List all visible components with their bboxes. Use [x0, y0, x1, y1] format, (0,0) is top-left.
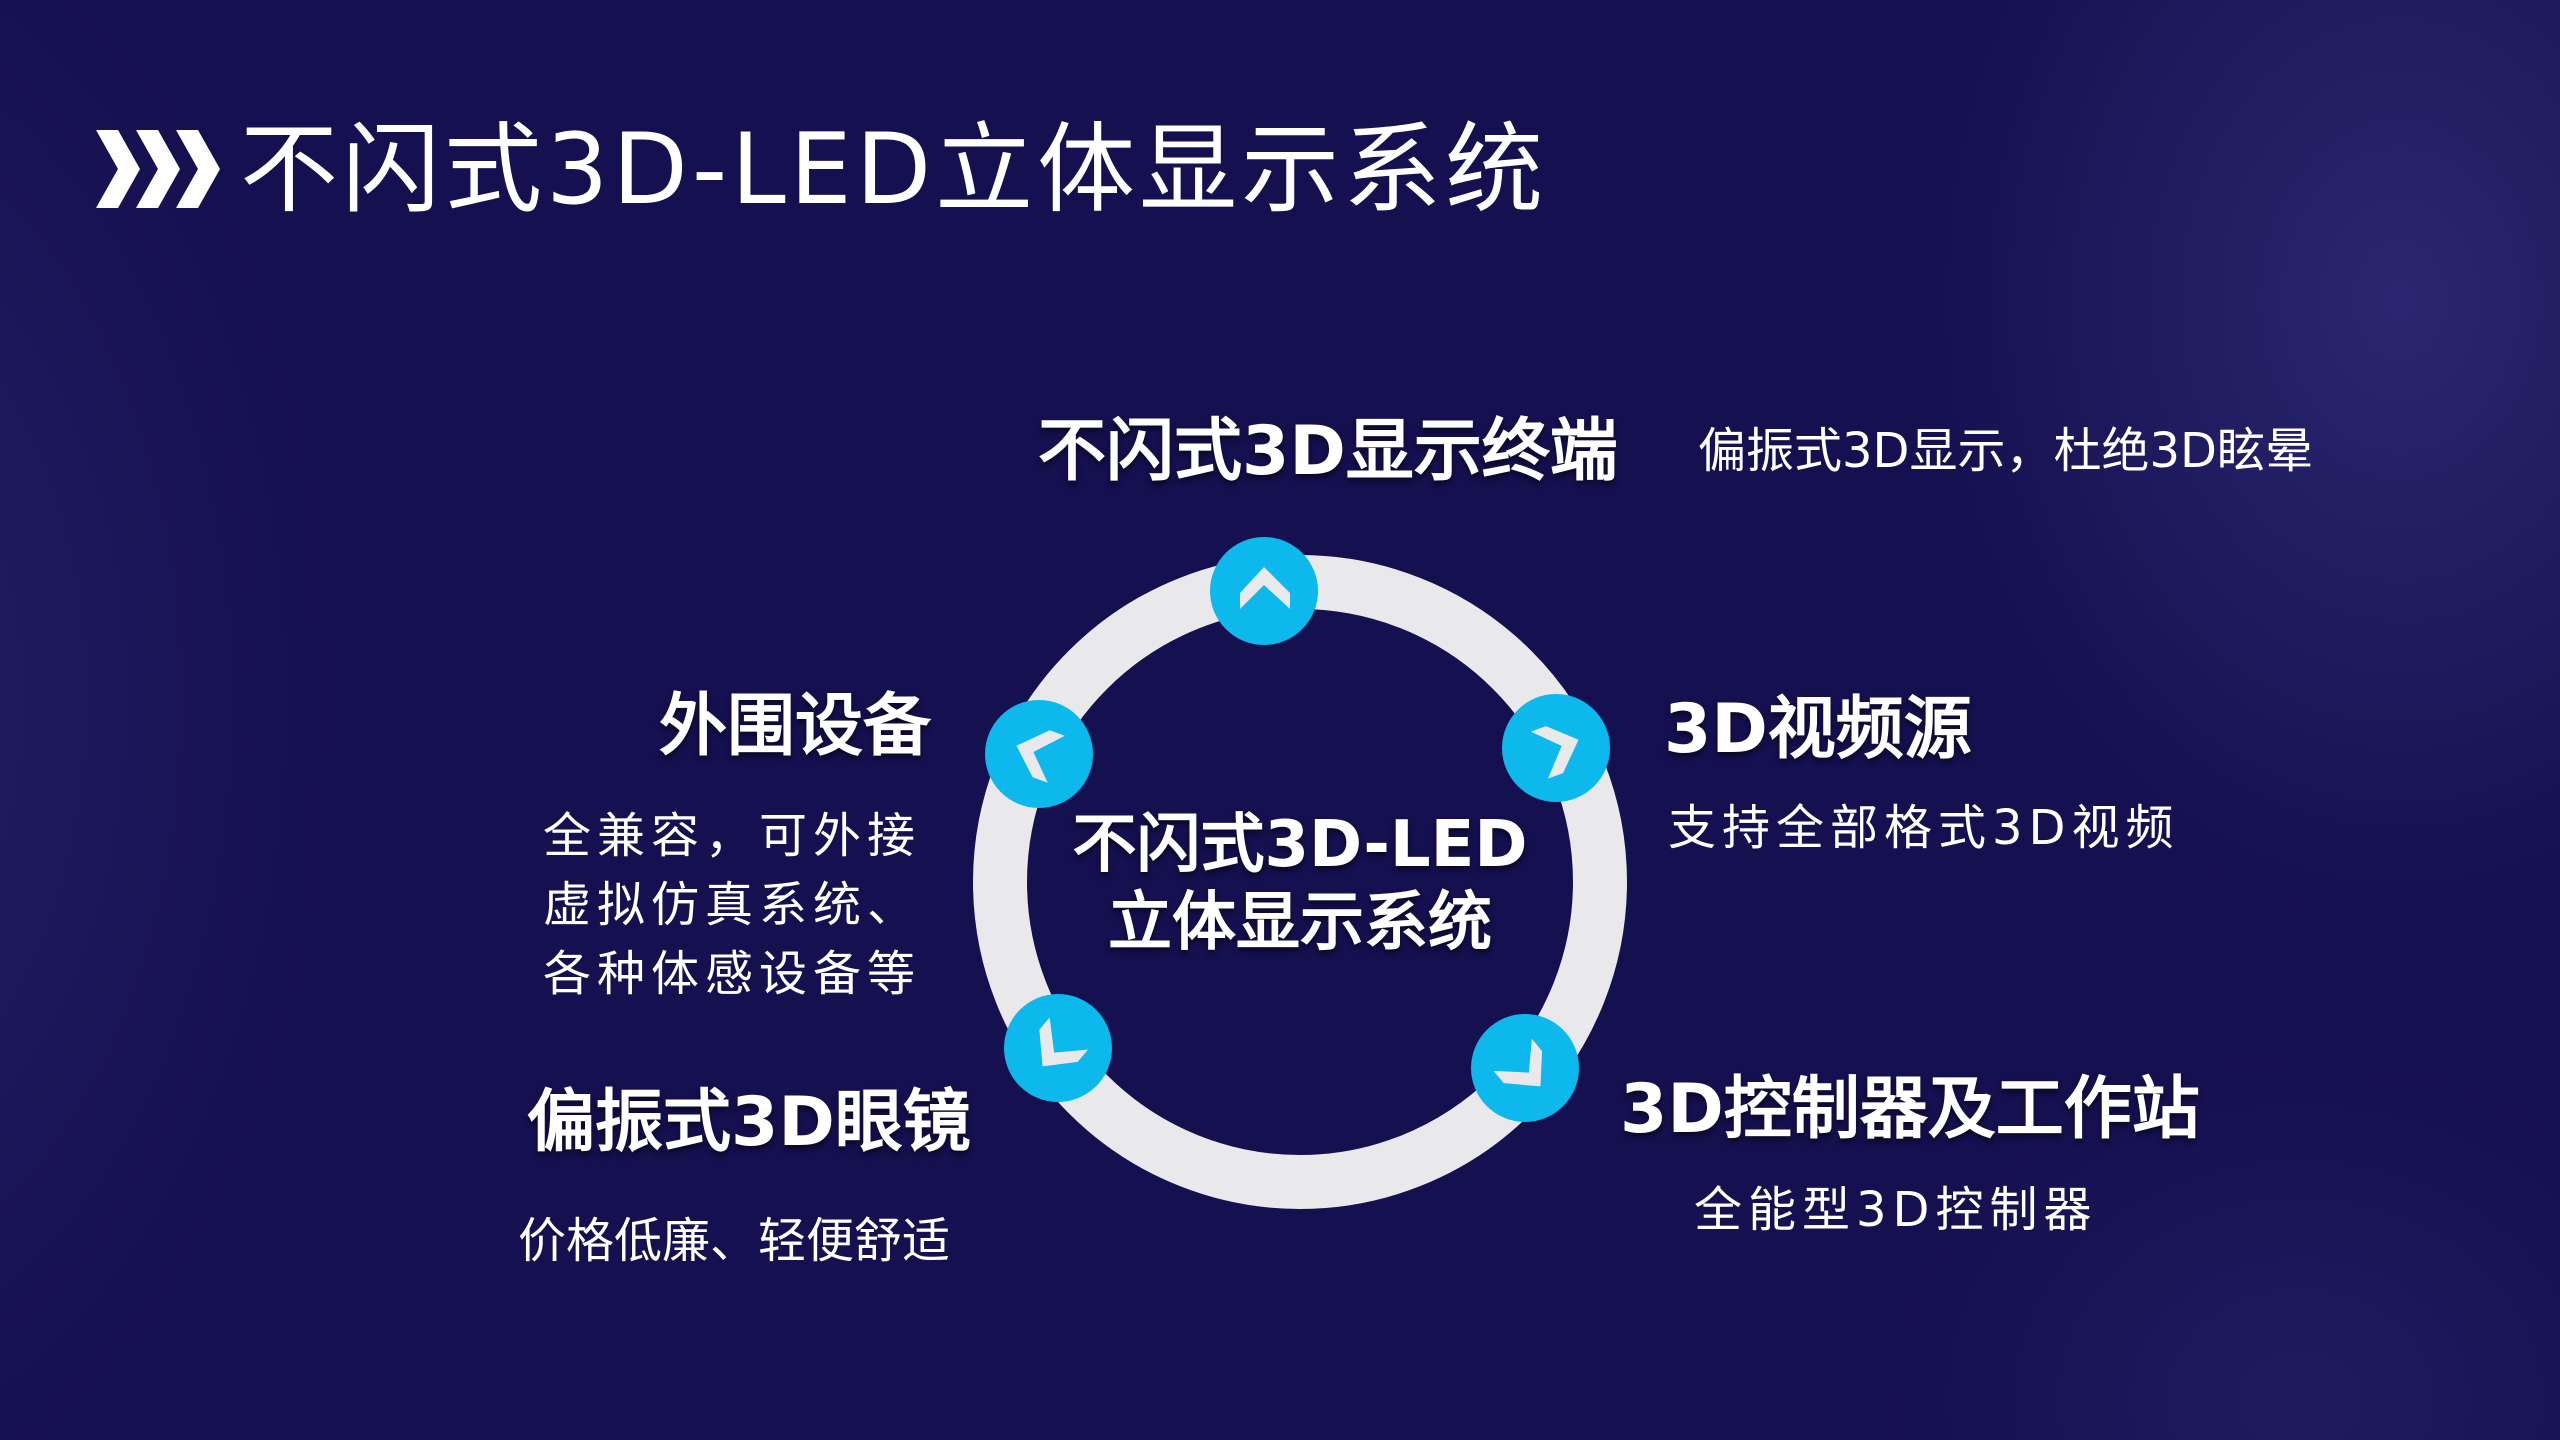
controller-desc: 全能型3D控制器: [1694, 1182, 2098, 1238]
chevron-down-left-icon: [1004, 994, 1112, 1102]
triple-chevron-icon: [96, 130, 220, 208]
terminal-heading: 不闪式3D显示终端: [1038, 412, 1618, 491]
chevron-up-icon: [1210, 537, 1318, 645]
center-title-line1: 不闪式3D-LED: [1072, 808, 1528, 882]
page-title: 不闪式3D-LED立体显示系统: [240, 113, 1548, 227]
chevron-down-right-icon: [1471, 1014, 1579, 1122]
glasses-desc: 价格低廉、轻便舒适: [518, 1213, 951, 1269]
peripheral-desc-line2: 虚拟仿真系统、: [543, 877, 922, 933]
source-desc: 支持全部格式3D视频: [1668, 800, 2180, 856]
peripheral-desc-line3: 各种体感设备等: [543, 946, 922, 1002]
peripheral-desc-line1: 全兼容，可外接: [543, 808, 922, 864]
center-title-line2: 立体显示系统: [1108, 886, 1492, 960]
terminal-desc: 偏振式3D显示，杜绝3D眩晕: [1698, 423, 2314, 479]
source-heading: 3D视频源: [1664, 690, 1972, 769]
glasses-heading: 偏振式3D眼镜: [527, 1083, 971, 1162]
controller-heading: 3D控制器及工作站: [1620, 1070, 2200, 1149]
chevron-right-icon: [1502, 694, 1610, 802]
peripheral-heading: 外围设备: [658, 687, 931, 766]
chevron-left-icon: [985, 700, 1093, 808]
